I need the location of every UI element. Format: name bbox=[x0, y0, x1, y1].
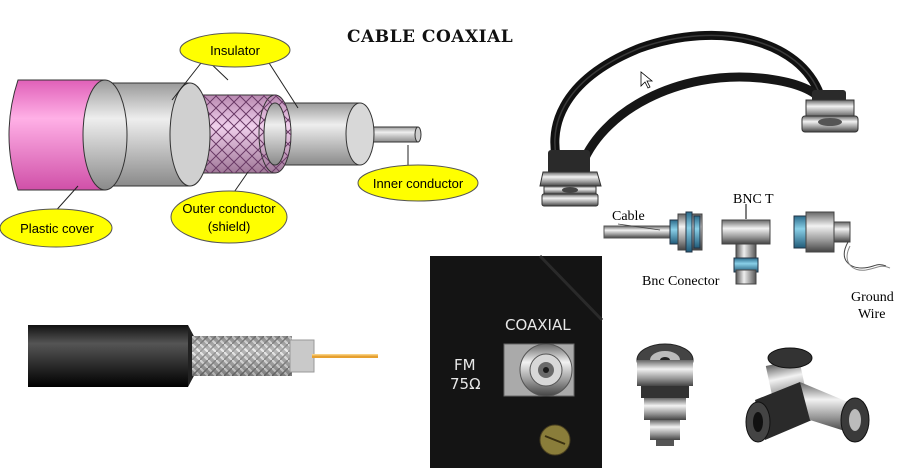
inner-conductor-label: Inner conductor bbox=[373, 176, 464, 191]
coaxial-panel-photo bbox=[430, 254, 604, 468]
bnc-t-label: BNC T bbox=[733, 192, 774, 207]
outer-conductor-callout bbox=[170, 190, 288, 244]
bnc-plug-photo bbox=[636, 343, 694, 446]
panel-impedance-label: 75Ω bbox=[450, 375, 481, 393]
page-title: CABLE COAXIAL bbox=[347, 27, 514, 47]
panel-coaxial-label: COAXIAL bbox=[505, 316, 571, 334]
cursor-icon bbox=[640, 71, 654, 89]
outer-conductor-sublabel: (shield) bbox=[208, 219, 251, 234]
insulator-label: Insulator bbox=[210, 43, 261, 58]
bnc-t-adapter-photo bbox=[745, 347, 870, 443]
ground-label: Ground bbox=[851, 290, 894, 305]
outer-conductor-label: Outer conductor bbox=[182, 201, 276, 216]
cable-label: Cable bbox=[612, 209, 645, 224]
n-connector-right bbox=[801, 90, 859, 133]
cross-section-diagram bbox=[8, 79, 422, 191]
plastic-cover-label: Plastic cover bbox=[20, 221, 94, 236]
cable-assembly-photo bbox=[539, 30, 859, 207]
callout-bubbles bbox=[0, 32, 479, 248]
wire-label: Wire bbox=[858, 307, 885, 322]
bnc-diagram bbox=[603, 204, 891, 285]
bnc-connector-label: Bnc Conector bbox=[642, 274, 720, 289]
stripped-cable-photo bbox=[28, 325, 378, 387]
n-connector-left bbox=[539, 150, 602, 207]
plastic-cover-callout bbox=[0, 208, 113, 248]
insulator-callout bbox=[179, 32, 291, 68]
inner-conductor-callout bbox=[357, 164, 479, 202]
panel-fm-label: FM bbox=[454, 356, 476, 374]
